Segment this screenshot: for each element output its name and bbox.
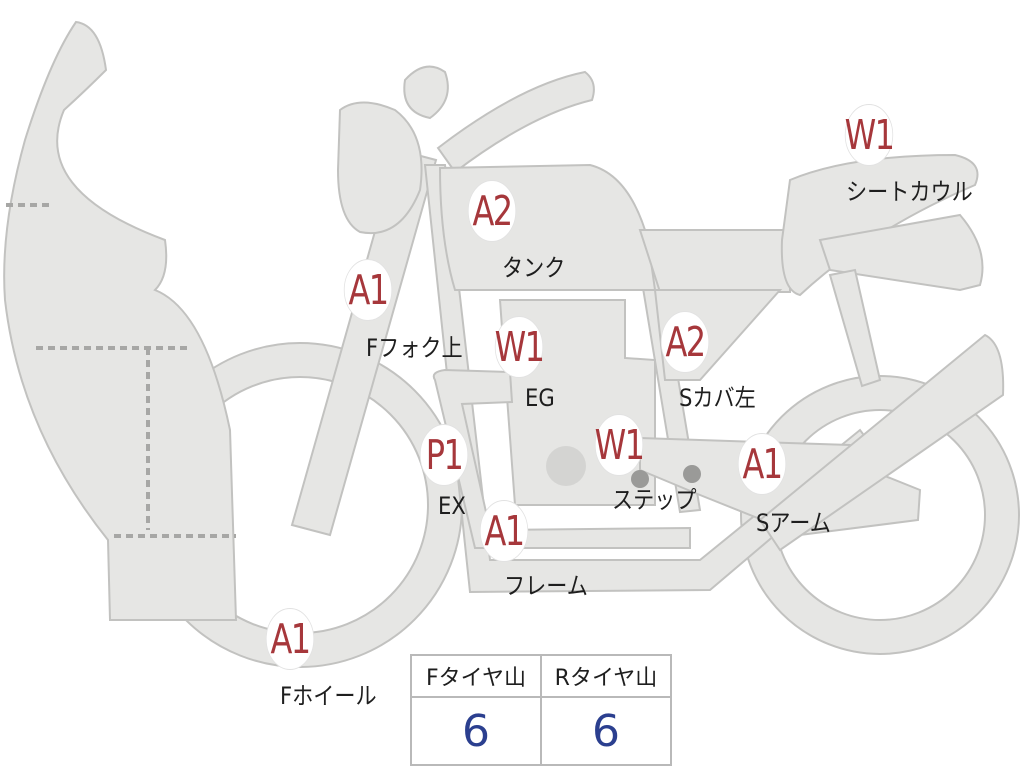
- part-label-front-wheel: Fホイール: [280, 682, 377, 710]
- front-fork: [290, 148, 438, 537]
- part-label-swing-arm: Sアーム: [756, 509, 831, 537]
- rear-tire-header: Rタイヤ山: [542, 656, 670, 698]
- damage-code-frame: A1: [479, 500, 529, 562]
- headlight: [336, 101, 423, 235]
- frame-tube: [423, 164, 877, 594]
- damage-code-side-cover: A2: [660, 311, 710, 373]
- damage-code-front-wheel: A1: [265, 608, 315, 670]
- part-label-tank: タンク: [502, 254, 566, 282]
- damage-code-seat-cowl: W1: [845, 104, 895, 166]
- damage-code-tank: A2: [467, 180, 517, 242]
- part-label-engine: EG: [525, 384, 555, 412]
- seat: [638, 229, 791, 293]
- part-label-seat-cowl: シートカウル: [846, 178, 973, 206]
- damage-code-fork-upper: A1: [343, 259, 393, 321]
- damage-code-step: W1: [595, 414, 645, 476]
- part-label-fork-upper: Fフォク上: [366, 334, 463, 362]
- front-tire-value: 6: [412, 698, 542, 764]
- damage-code-engine: W1: [495, 316, 545, 378]
- tire-tread-table: Fタイヤ山 Rタイヤ山 6 6: [410, 654, 672, 766]
- part-label-side-cover: Sカバ左: [679, 384, 756, 412]
- handlebar: [436, 70, 595, 174]
- rear-tire-value: 6: [592, 705, 620, 757]
- part-label-exhaust: EX: [438, 492, 466, 520]
- damage-code-swing-arm: A1: [737, 433, 787, 495]
- part-label-step: ステップ: [612, 486, 697, 514]
- front-tire-header: Fタイヤ山: [412, 656, 542, 698]
- front-cowl: [3, 20, 238, 621]
- damage-code-exhaust: P1: [419, 424, 469, 486]
- engine-case: [546, 446, 586, 486]
- exhaust-pipe: [432, 368, 691, 549]
- mirror: [403, 65, 449, 120]
- part-label-frame: フレーム: [504, 572, 588, 600]
